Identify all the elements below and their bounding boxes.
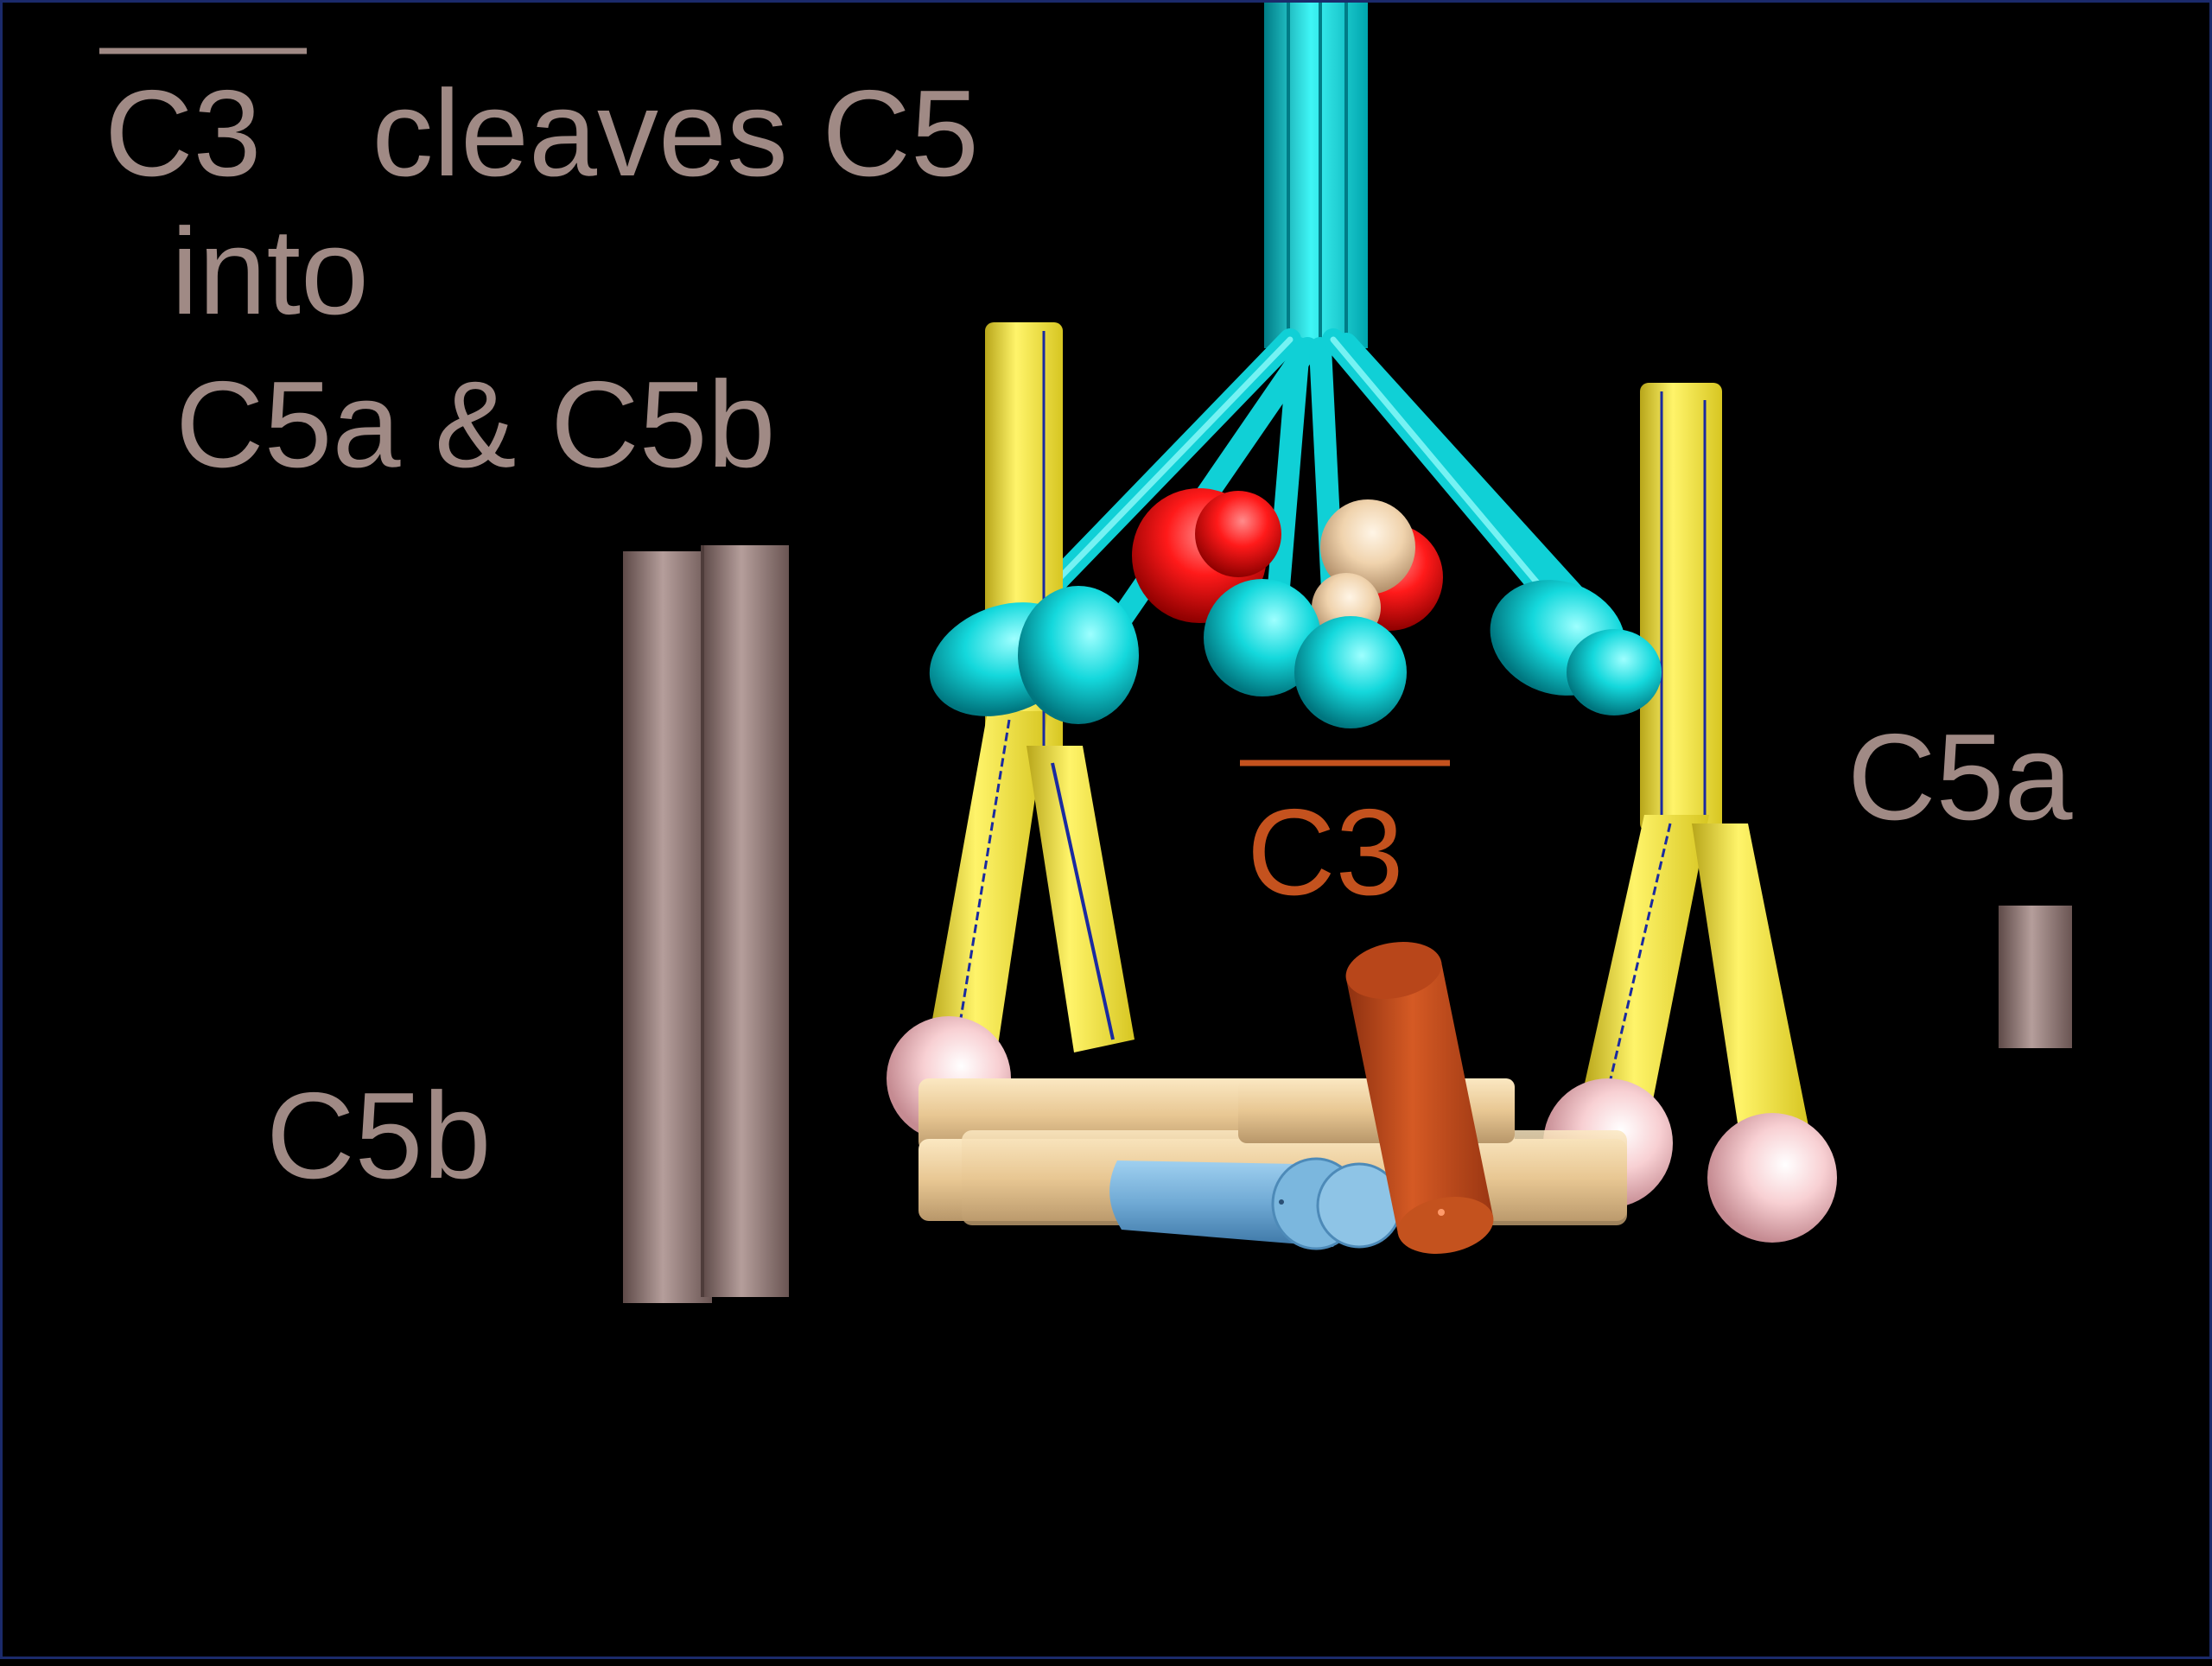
complement-diagram: C3 cleaves C5 into C5a & C5b [99,3,2073,1303]
c3-label-text: C3 [1247,784,1404,921]
title-c5a-c5b: C5a & C5b [175,356,776,493]
pink-sphere [1707,1113,1837,1243]
fab-head [1018,586,1139,724]
title-c3: C3 [105,65,262,202]
c5a-fragment [1999,906,2072,1048]
c5a-rod [1999,906,2072,1048]
antigen-cluster [1132,488,1443,728]
c1-rod [1692,823,1808,1135]
antigen-cyan [1204,579,1321,696]
c5b-fragment [623,545,789,1303]
fab-head [1567,629,1662,715]
title: C3 cleaves C5 into C5a & C5b [99,48,979,493]
antibody-fab-heads [929,580,1662,724]
c1-rod [927,711,1048,1057]
title-cleaves-c5: cleaves C5 [338,65,979,202]
antigen-beige [1320,499,1415,595]
antigen-red [1195,491,1281,577]
c1-rod [1640,383,1722,832]
c1-rod [1584,815,1709,1100]
c3b-cylinder [1345,942,1494,1254]
antigen-cyan [1294,616,1407,728]
c5a-label: C5a [1847,709,2073,846]
antibody [1028,3,1612,636]
c5b-rod [623,551,712,1303]
c1-right [1584,383,1808,1135]
c3b-rod [1346,962,1493,1234]
antibody-stem [1264,3,1368,348]
title-into: into [171,203,369,340]
c5b-rod [702,545,789,1297]
c5b-label: C5b [266,1067,492,1205]
c3-label: C3 [1240,760,1450,921]
antibody-arm [1335,333,1612,636]
c4-cylinder [1109,1157,1402,1250]
antibody-arm [1266,337,1310,619]
